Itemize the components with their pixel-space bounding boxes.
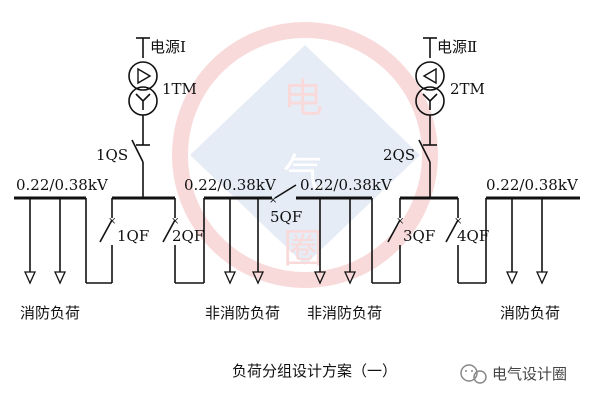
voltage-label-3: 0.22/0.38kV [300, 176, 393, 194]
load-group-fire-left: 消防负荷 [20, 304, 80, 322]
source-2-label: 电源Ⅱ [437, 38, 477, 56]
watermark-char: 电 [283, 76, 323, 122]
voltage-label-2: 0.22/0.38kV [184, 176, 277, 194]
svg-text:×: × [171, 216, 179, 227]
breaker-5qf: × 5QF [269, 184, 302, 226]
switch-1qs-label: 1QS [96, 146, 128, 164]
load-feeders [23, 198, 549, 285]
breaker-3qf: × 3QF [371, 198, 435, 284]
breaker-5qf-label: 5QF [270, 208, 302, 226]
load-group-fire-right: 消防负荷 [500, 304, 560, 322]
breaker-1qf: × 1QF [85, 198, 149, 284]
source-1-label: 电源Ⅰ [150, 38, 186, 56]
transformer-1-icon [128, 61, 158, 116]
transformer-2-label: 2TM [450, 80, 485, 98]
breaker-1qf-label: 1QF [117, 227, 149, 245]
source-1: 电源Ⅰ 1TM 1QS [96, 37, 197, 198]
watermark-char: 圈 [283, 226, 323, 272]
load-group-nonfire-right: 非消防负荷 [307, 304, 382, 322]
breaker-4qf-label: 4QF [457, 227, 489, 245]
watermark-logo [460, 364, 487, 384]
breaker-4qf: × 4QF [445, 198, 489, 284]
breaker-3qf-label: 3QF [403, 227, 435, 245]
source-2: 电源Ⅱ 2TM 2QS [383, 37, 485, 198]
load-group-nonfire-left: 非消防负荷 [205, 304, 280, 322]
transformer-1-label: 1TM [162, 80, 197, 98]
voltage-label-1: 0.22/0.38kV [16, 176, 109, 194]
breaker-2qf: × 2QF [162, 198, 205, 284]
switch-2qs-label: 2QS [383, 146, 415, 164]
watermark-text: 电气设计圈 [492, 365, 567, 383]
svg-text:×: × [269, 195, 277, 206]
voltage-label-4: 0.22/0.38kV [486, 176, 579, 194]
breaker-2qf-label: 2QF [172, 227, 204, 245]
svg-text:×: × [454, 216, 462, 227]
svg-text:×: × [396, 216, 404, 227]
watermark-emblem: 电 气 圈 [172, 22, 438, 288]
diagram-caption: 负荷分组设计方案（一） [232, 362, 397, 380]
svg-text:×: × [108, 216, 116, 227]
